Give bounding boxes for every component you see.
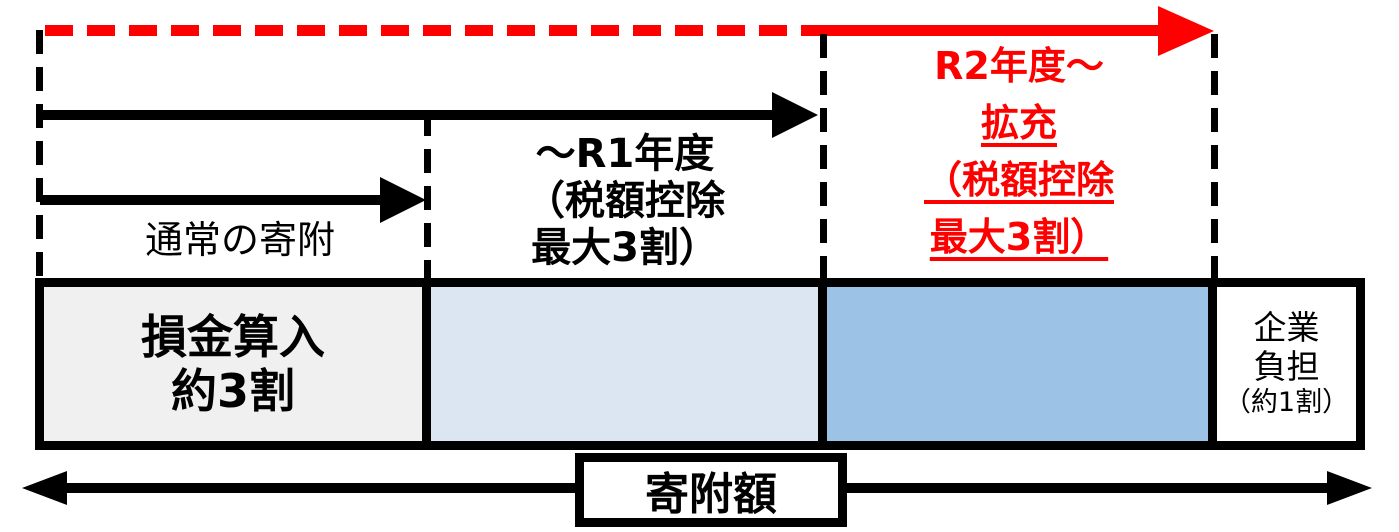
red-expansion-arrow-dashed-shaft xyxy=(45,25,823,36)
r1-period-label: ～R1年度 （税額控除 最大3割） xyxy=(432,131,818,272)
r2-expansion-label-line1: R2年度～ xyxy=(934,44,1104,88)
segment-company-burden-label-line1: 企業 xyxy=(1253,308,1320,348)
red-expansion-arrow-solid-shaft xyxy=(820,25,1160,36)
segment-company-burden: 企業 負担 （約1割） xyxy=(1217,287,1356,441)
r2-expansion-label-line4: 最大3割） xyxy=(929,215,1109,259)
red-expansion-arrow-head-icon xyxy=(1158,6,1214,56)
donation-amount-axis-left-arrow-icon xyxy=(22,471,67,505)
r2-expansion-label-line3: （税額控除 xyxy=(923,158,1114,202)
segment-company-burden-label-line3: （約1割） xyxy=(1223,387,1350,418)
normal-donation-range-arrow-shaft xyxy=(40,195,381,205)
segment-loss-inclusion-label-line2: 約3割 xyxy=(170,364,295,418)
donation-breakdown-bar: 損金算入 約3割 企業 負担 （約1割） xyxy=(35,278,1365,450)
r2-expansion-label-line2: 拡充 xyxy=(980,101,1057,145)
normal-donation-range-arrow-head-icon xyxy=(380,177,426,223)
donation-amount-axis-right-arrow-icon xyxy=(1327,471,1372,505)
r1-period-label-line2: （税額控除 xyxy=(525,178,725,224)
segment-loss-inclusion-label-line1: 損金算入 xyxy=(141,309,325,364)
normal-donation-label: 通常の寄附 xyxy=(144,218,335,262)
donation-amount-box: 寄附額 xyxy=(575,453,847,527)
segment-loss-inclusion: 損金算入 約3割 xyxy=(44,287,431,441)
donation-amount-label: 寄附額 xyxy=(645,469,777,520)
boundary-dashed-line-left xyxy=(36,30,43,278)
r1-range-arrow-shaft xyxy=(40,110,773,120)
r1-period-label-line1: ～R1年度 xyxy=(535,131,715,177)
boundary-dashed-line-seg1-seg2 xyxy=(424,112,431,278)
boundary-dashed-line-seg2-seg3 xyxy=(820,34,827,278)
segment-company-burden-label-line2: 負担 xyxy=(1253,347,1320,387)
segment-r1-tax-credit xyxy=(431,287,827,441)
r2-expansion-label: R2年度～ 拡充 （税額控除 最大3割） xyxy=(827,38,1211,266)
r1-period-label-line3: 最大3割） xyxy=(531,225,719,271)
r1-range-arrow-head-icon xyxy=(772,92,818,138)
boundary-dashed-line-seg3-seg4 xyxy=(1211,34,1218,278)
segment-r2-tax-credit xyxy=(827,287,1217,441)
